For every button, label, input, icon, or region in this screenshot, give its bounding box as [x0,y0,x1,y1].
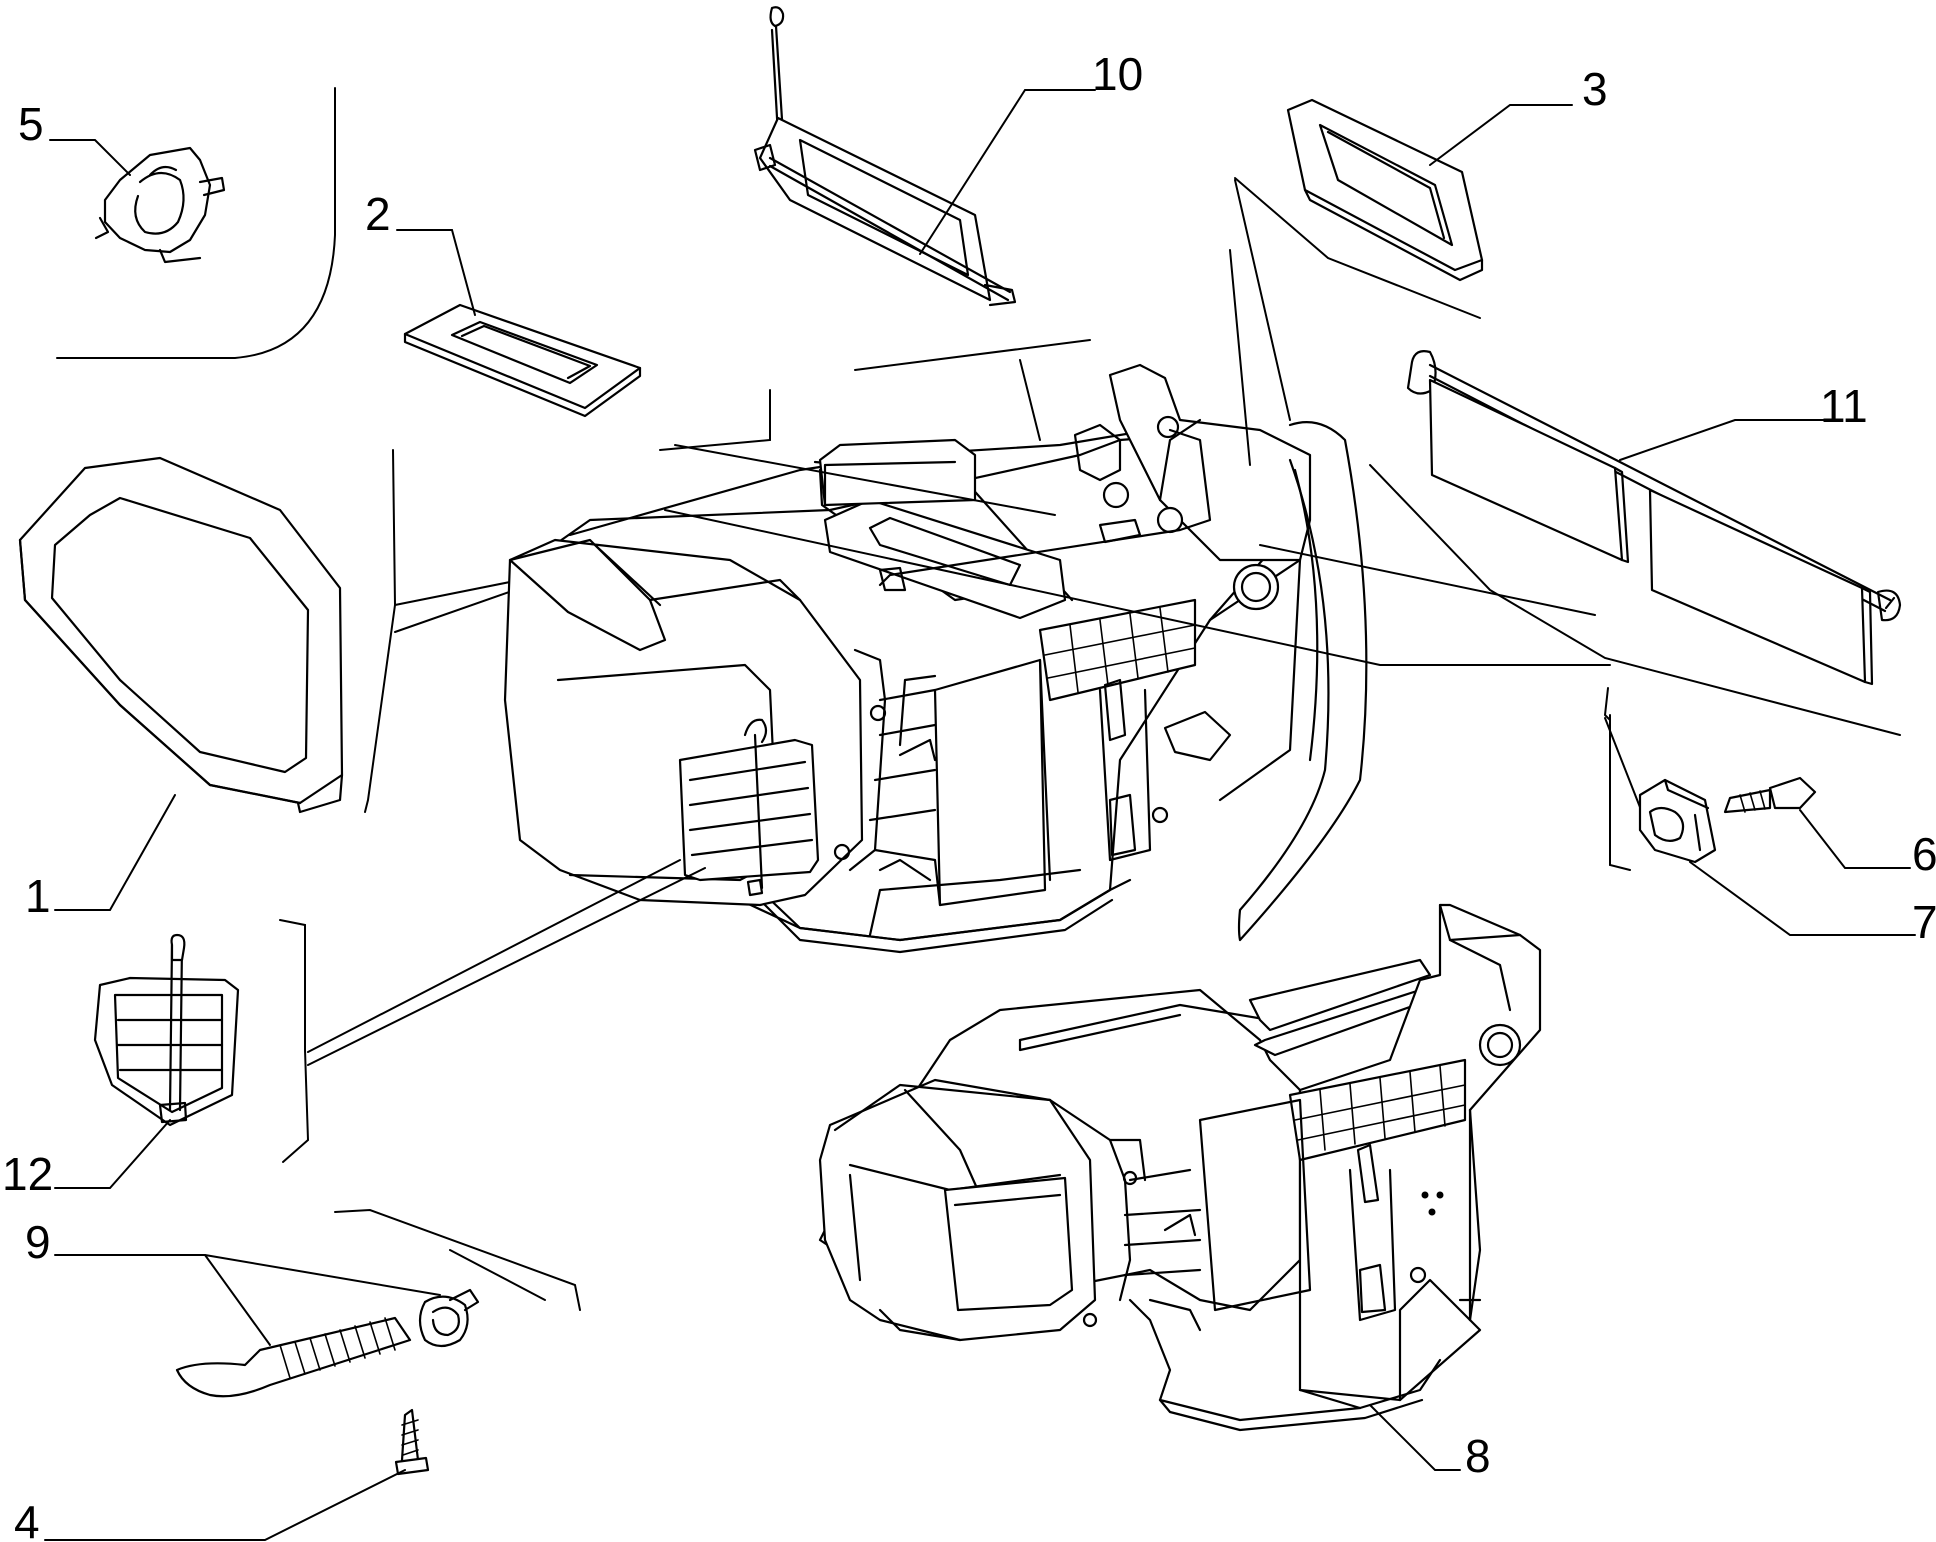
callout-11: 11 [1820,380,1868,432]
part-3-seal [1286,98,1484,282]
callout-5: 5 [18,98,44,150]
part-1-gasket [18,456,344,814]
part-12-grille [93,933,240,1127]
callout-2: 2 [365,188,391,240]
callout-7: 7 [1912,896,1936,948]
part-8-heater-housing [818,903,1542,1432]
callout-4: 4 [14,1496,40,1542]
part-6-screw [1723,776,1817,814]
callout-1: 1 [25,870,51,922]
callout-8: 8 [1465,1430,1491,1482]
main-heater-housing [503,363,1368,954]
callout-9: 9 [25,1216,51,1268]
part-11-double-flap [1406,350,1902,686]
callout-labels: 5 2 10 3 11 1 6 7 12 9 8 4 [2,48,1936,1542]
part-10-flap [753,6,1017,307]
part-4-screw [394,1408,430,1476]
part-5-clip [94,146,226,264]
callout-10: 10 [1092,48,1143,100]
part-7-clamp [1638,778,1717,864]
callout-6: 6 [1912,828,1936,880]
callout-12: 12 [2,1148,53,1200]
part-2-seal [403,303,642,418]
callout-3: 3 [1582,63,1608,115]
part-9-drain-hose [175,1288,480,1398]
